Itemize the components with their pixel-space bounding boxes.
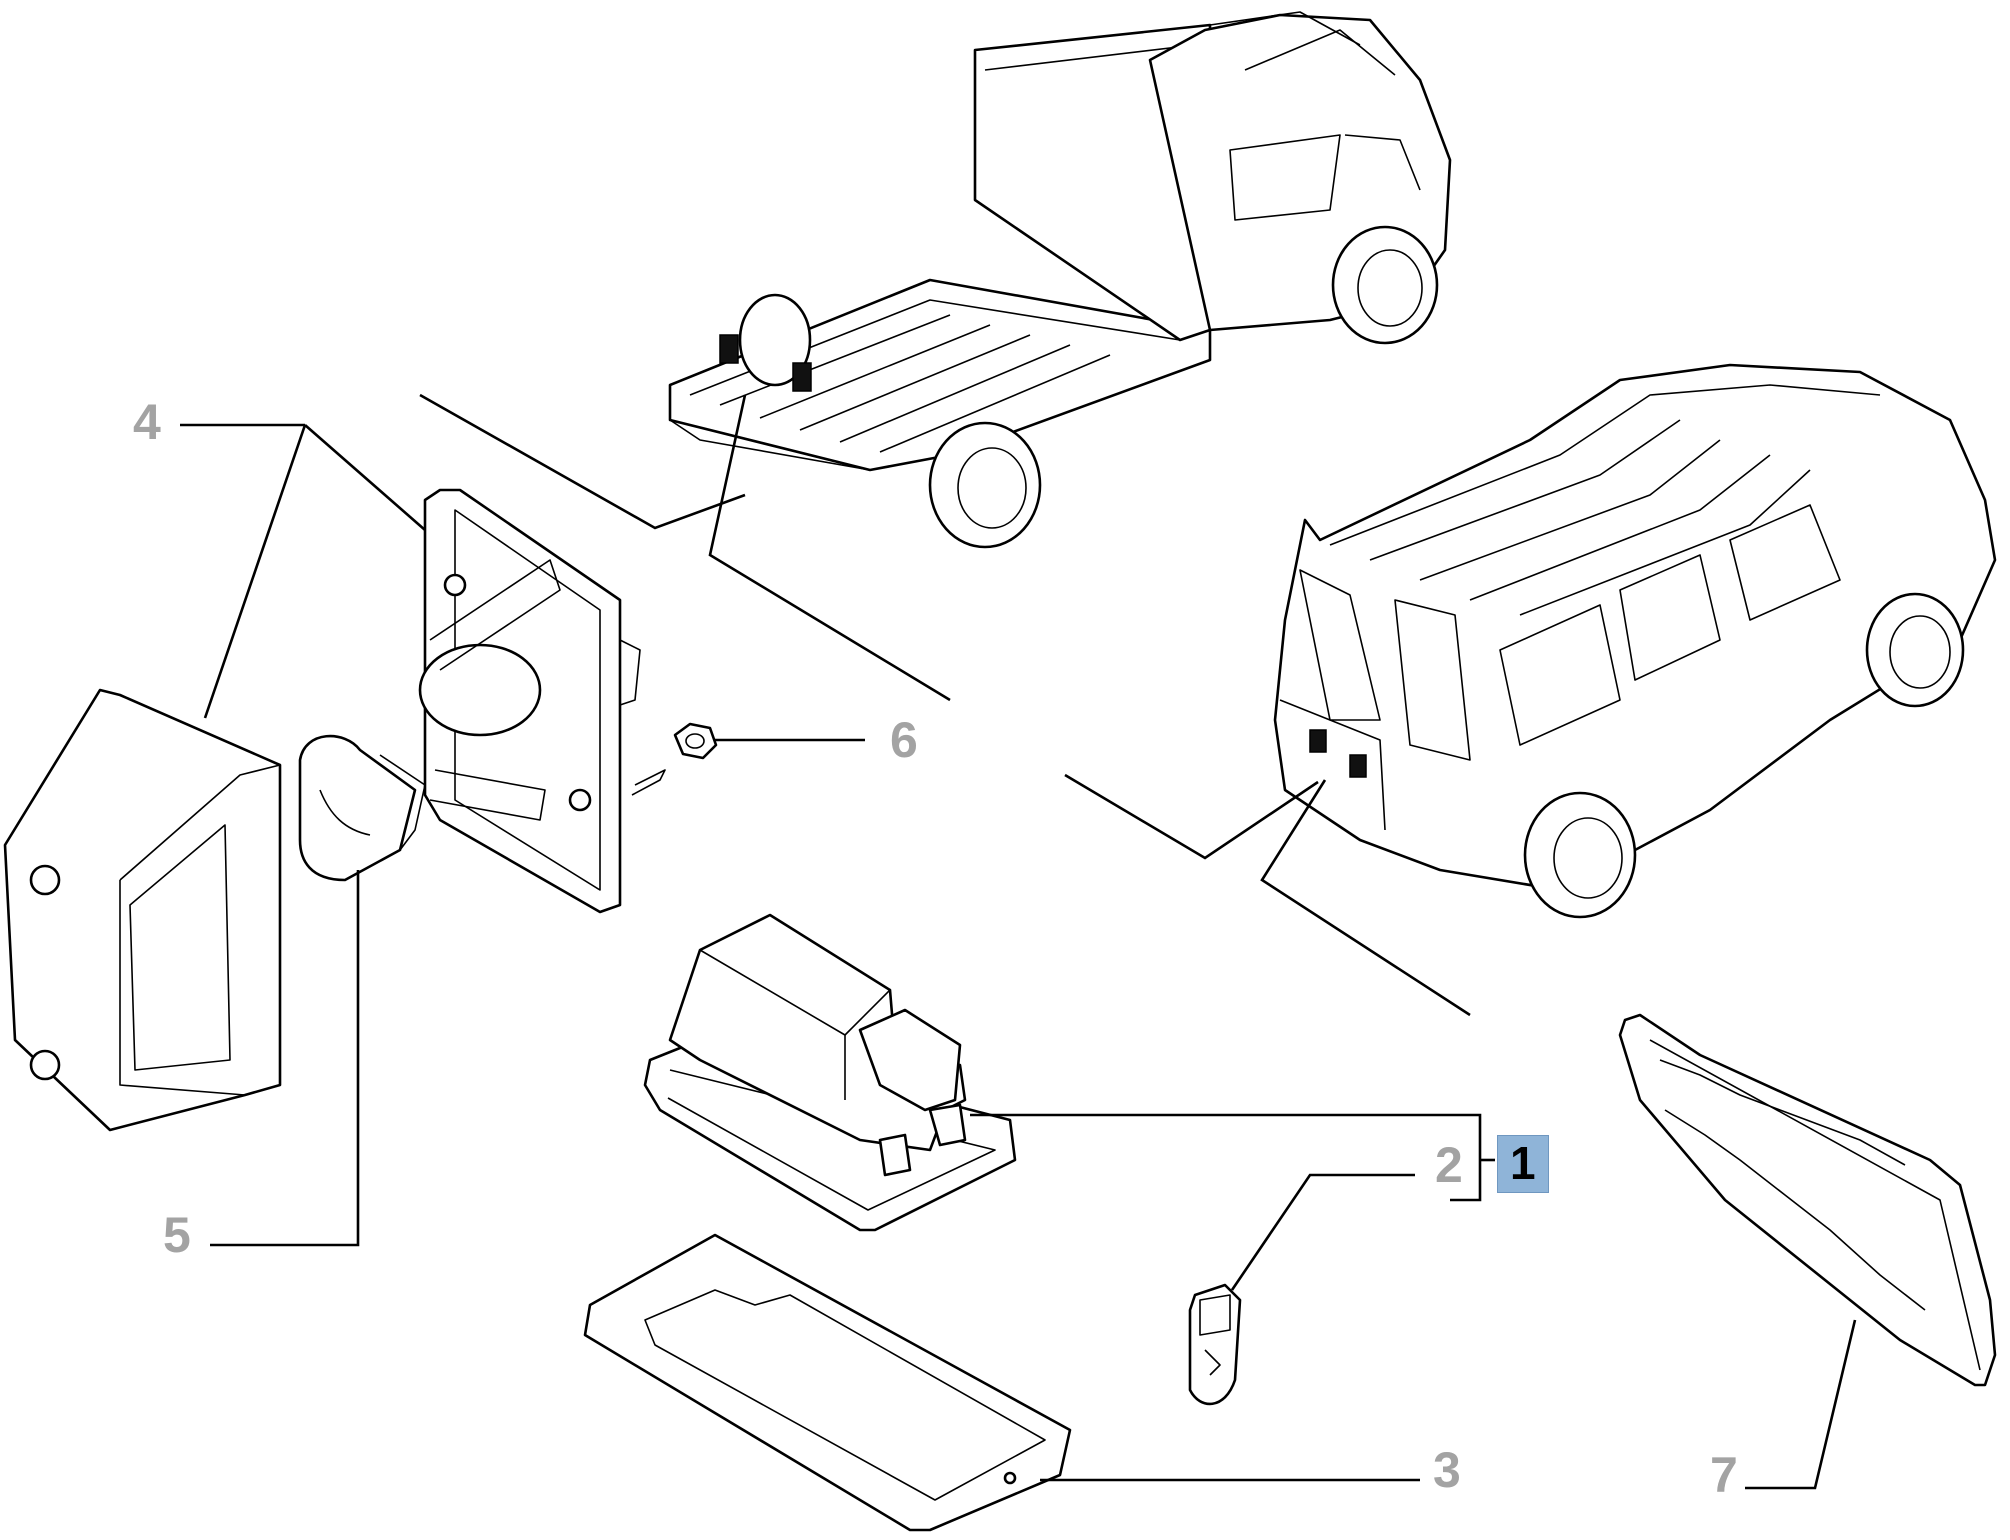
lamp-cover-part: [3, 688, 282, 1132]
bulb-part: [298, 734, 426, 882]
callout-3: 3: [1433, 1442, 1461, 1498]
nut-part: [673, 722, 718, 760]
callout-2: 2: [1435, 1137, 1463, 1193]
callout-6: 6: [890, 712, 918, 768]
van-vehicle: [1273, 363, 1997, 919]
small-bulb-part: [1188, 1283, 1242, 1406]
callout-7: 7: [1710, 1447, 1738, 1503]
leader-lines: [180, 393, 1857, 1490]
chassis-cab-vehicle: [668, 11, 1452, 549]
callout-5: 5: [163, 1207, 191, 1263]
trim-frame-part: [1618, 1013, 1997, 1387]
gasket-part: [583, 1233, 1072, 1532]
callout-1-highlighted[interactable]: 1: [1497, 1135, 1549, 1193]
license-lamp-assembly-part: [643, 913, 1017, 1232]
lamp-housing-part: [418, 488, 666, 914]
callout-4: 4: [133, 394, 161, 450]
